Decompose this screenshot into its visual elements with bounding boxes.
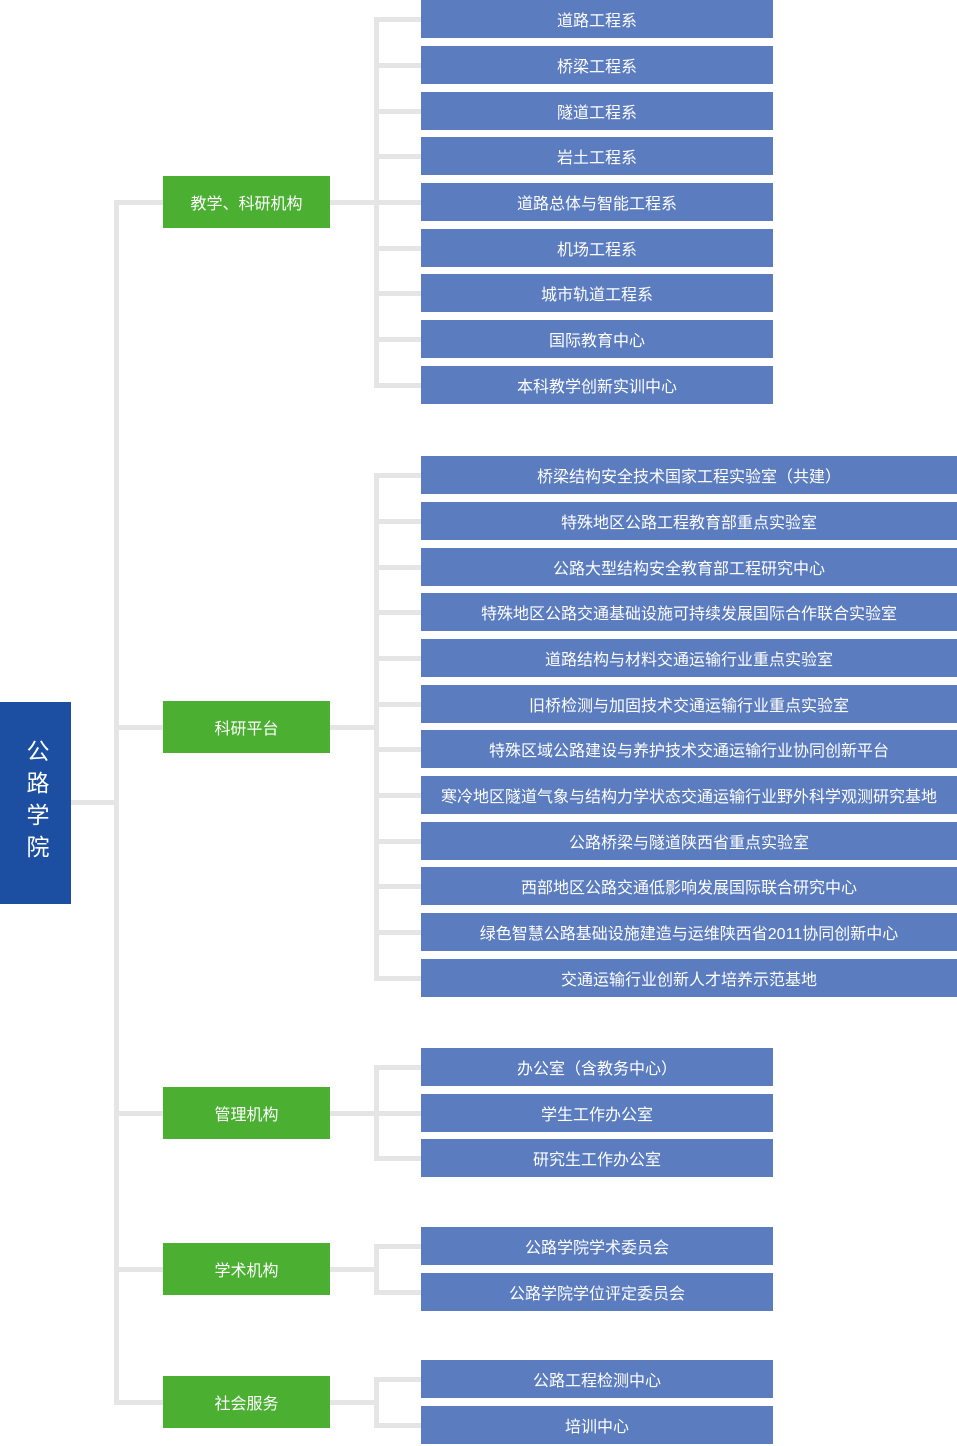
stub-connector-line — [374, 883, 421, 889]
unit-node: 隧道工程系 — [421, 92, 773, 130]
category-node: 社会服务 — [163, 1376, 330, 1428]
unit-node: 国际教育中心 — [421, 320, 773, 358]
stub-connector-line — [374, 1422, 421, 1428]
unit-node: 特殊地区公路工程教育部重点实验室 — [421, 502, 957, 540]
unit-node: 公路工程检测中心 — [421, 1360, 773, 1398]
stub-connector-line — [374, 701, 421, 707]
branch-connector-line — [114, 199, 163, 205]
bracket-connector-line — [374, 472, 379, 981]
stub-connector-line — [374, 655, 421, 661]
stub-connector-line — [374, 1064, 421, 1070]
stub-connector-line — [374, 564, 421, 570]
category-connector-line — [330, 1266, 379, 1272]
stub-connector-line — [374, 1289, 421, 1295]
stub-connector-line — [374, 1243, 421, 1249]
stub-connector-line — [374, 1155, 421, 1161]
unit-node: 岩土工程系 — [421, 137, 773, 175]
unit-node: 旧桥检测与加固技术交通运输行业重点实验室 — [421, 685, 957, 723]
unit-node: 办公室（含教务中心） — [421, 1048, 773, 1086]
unit-node: 学生工作办公室 — [421, 1094, 773, 1132]
stub-connector-line — [374, 975, 421, 981]
org-root-node: 公路学院 — [0, 702, 71, 904]
category-node: 科研平台 — [163, 701, 330, 753]
root-connector-line — [71, 800, 119, 805]
stub-connector-line — [374, 1376, 421, 1382]
unit-node: 本科教学创新实训中心 — [421, 366, 773, 404]
org-root-label: 公路学院 — [23, 739, 49, 867]
stub-connector-line — [374, 792, 421, 798]
stub-connector-line — [374, 472, 421, 478]
bracket-connector-line — [374, 1376, 379, 1428]
stub-connector-line — [374, 108, 421, 114]
branch-connector-line — [114, 1266, 163, 1272]
unit-node: 寒冷地区隧道气象与结构力学状态交通运输行业野外科学观测研究基地 — [421, 776, 957, 814]
stub-connector-line — [374, 1110, 421, 1116]
branch-connector-line — [114, 1399, 163, 1405]
unit-node: 特殊地区公路交通基础设施可持续发展国际合作联合实验室 — [421, 593, 957, 631]
stub-connector-line — [374, 153, 421, 159]
stub-connector-line — [374, 382, 421, 388]
bracket-connector-line — [374, 1243, 379, 1295]
category-connector-line — [330, 1399, 379, 1405]
category-connector-line — [330, 1110, 379, 1116]
stub-connector-line — [374, 336, 421, 342]
stub-connector-line — [374, 16, 421, 22]
unit-node: 道路工程系 — [421, 0, 773, 38]
stub-connector-line — [374, 245, 421, 251]
unit-node: 机场工程系 — [421, 229, 773, 267]
stub-connector-line — [374, 838, 421, 844]
unit-node: 特殊区域公路建设与养护技术交通运输行业协同创新平台 — [421, 730, 957, 768]
unit-node: 公路大型结构安全教育部工程研究中心 — [421, 548, 957, 586]
branch-connector-line — [114, 1110, 163, 1116]
unit-node: 公路学院学术委员会 — [421, 1227, 773, 1265]
unit-node: 桥梁结构安全技术国家工程实验室（共建） — [421, 456, 957, 494]
stub-connector-line — [374, 518, 421, 524]
unit-node: 道路总体与智能工程系 — [421, 183, 773, 221]
category-connector-line — [330, 724, 379, 730]
stub-connector-line — [374, 929, 421, 935]
category-node: 教学、科研机构 — [163, 176, 330, 228]
category-node: 管理机构 — [163, 1087, 330, 1139]
unit-node: 桥梁工程系 — [421, 46, 773, 84]
unit-node: 公路桥梁与隧道陕西省重点实验室 — [421, 822, 957, 860]
unit-node: 城市轨道工程系 — [421, 274, 773, 312]
unit-node: 培训中心 — [421, 1406, 773, 1444]
unit-node: 公路学院学位评定委员会 — [421, 1273, 773, 1311]
unit-node: 研究生工作办公室 — [421, 1139, 773, 1177]
stub-connector-line — [374, 609, 421, 615]
category-node: 学术机构 — [163, 1243, 330, 1295]
stub-connector-line — [374, 746, 421, 752]
stub-connector-line — [374, 62, 421, 68]
category-connector-line — [330, 199, 379, 205]
stub-connector-line — [374, 290, 421, 296]
unit-node: 交通运输行业创新人才培养示范基地 — [421, 959, 957, 997]
unit-node: 西部地区公路交通低影响发展国际联合研究中心 — [421, 867, 957, 905]
branch-connector-line — [114, 724, 163, 730]
unit-node: 绿色智慧公路基础设施建造与运维陕西省2011协同创新中心 — [421, 913, 957, 951]
stub-connector-line — [374, 199, 421, 205]
unit-node: 道路结构与材料交通运输行业重点实验室 — [421, 639, 957, 677]
